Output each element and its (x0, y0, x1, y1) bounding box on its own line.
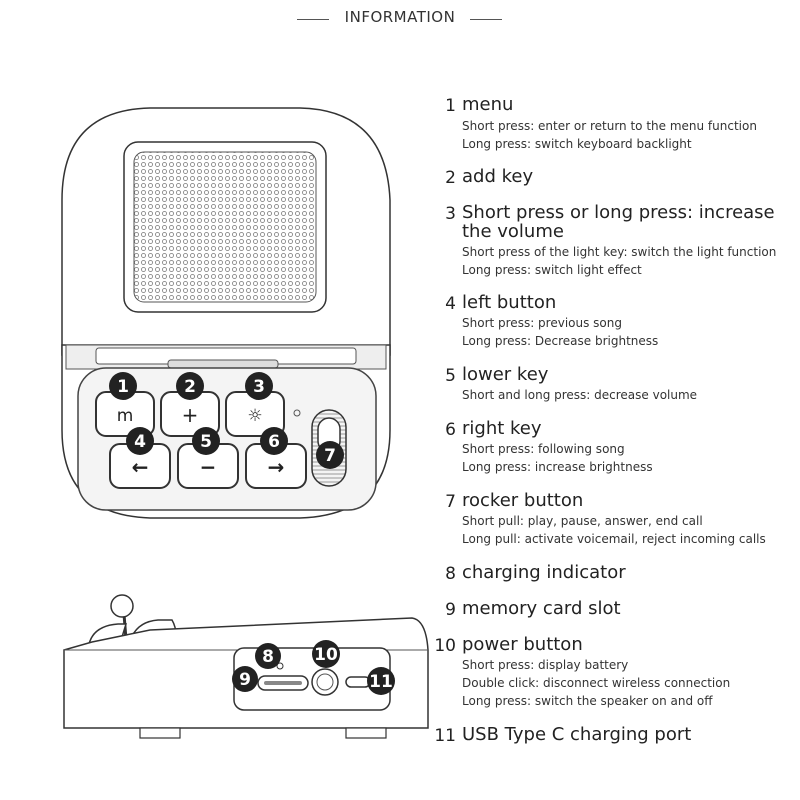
entry-desc: Short and long press: decrease volume (462, 388, 698, 402)
callout-badge-4: 4 (126, 427, 154, 455)
entry-number: 6 (445, 420, 456, 440)
entry-title: add key (462, 166, 534, 187)
callout-badge-2: 2 (176, 372, 204, 400)
entry-title: power button (462, 634, 583, 655)
callout-badge-10: 10 (312, 640, 340, 668)
callout-badge-5: 5 (192, 427, 220, 455)
entry-title: rocker button (462, 490, 584, 511)
entry-title: memory card slot (462, 598, 621, 619)
svg-text:3: 3 (253, 377, 265, 397)
entry-number: 3 (445, 204, 456, 224)
entry-desc: Long press: switch light effect (462, 263, 642, 277)
minus-icon: − (200, 455, 217, 479)
entry-desc: Long press: Decrease brightness (462, 334, 659, 348)
callout-badge-11: 11 (367, 667, 395, 695)
charging-indicator (276, 662, 284, 670)
entry-number: 10 (434, 636, 456, 656)
entry-desc: Short press: enter or return to the menu… (462, 119, 757, 133)
svg-text:9: 9 (239, 670, 251, 690)
entry-desc: Long press: increase brightness (462, 460, 653, 474)
entry-desc: Long press: switch keyboard backlight (462, 137, 692, 151)
callout-badge-8: 8 (255, 643, 281, 669)
entry-title: menu (462, 94, 514, 115)
foot-right (345, 727, 387, 739)
foot-left (139, 727, 181, 739)
svg-text:8: 8 (262, 647, 274, 667)
sun-icon: ☼ (247, 406, 262, 426)
svg-text:2: 2 (184, 377, 196, 397)
entry-number: 4 (445, 294, 456, 314)
arrow-left-icon: ← (132, 455, 149, 479)
m-glyph-icon: m (117, 406, 134, 426)
svg-text:6: 6 (268, 432, 280, 452)
entry-number: 7 (445, 492, 456, 512)
slot-opening (167, 359, 279, 369)
joystick-knob (110, 594, 134, 618)
side-view: 8 9 10 11 (63, 594, 429, 739)
entry-desc: Short press of the light key: switch the… (462, 245, 777, 259)
add-key[interactable]: + (160, 391, 220, 437)
header-rule-left (297, 19, 329, 20)
entry-title: Short press or long press: increase the … (462, 202, 775, 242)
callout-badge-3: 3 (245, 372, 273, 400)
indicator-dot (293, 409, 301, 417)
callout-badge-1: 1 (109, 372, 137, 400)
entry-desc: Short pull: play, pause, answer, end cal… (462, 514, 703, 528)
entry-desc: Long pull: activate voicemail, reject in… (462, 532, 766, 546)
svg-text:5: 5 (200, 432, 212, 452)
entry-desc: Short press: display battery (462, 658, 629, 672)
entry-number: 8 (445, 564, 456, 584)
page-title: INFORMATION (344, 8, 456, 26)
svg-text:7: 7 (324, 446, 336, 466)
usb-c-port[interactable] (345, 676, 371, 688)
information-header: INFORMATION (0, 8, 800, 32)
right-key[interactable]: → (245, 443, 307, 489)
svg-text:11: 11 (369, 672, 393, 692)
callout-badge-9: 9 (232, 666, 258, 692)
entry-desc: Double click: disconnect wireless connec… (462, 676, 731, 690)
callout-badge-7: 7 (316, 441, 344, 469)
header-rule-right (470, 19, 502, 20)
callout-badge-6: 6 (260, 427, 288, 455)
entry-title: right key (462, 418, 542, 439)
plus-icon: + (182, 403, 199, 427)
svg-text:10: 10 (314, 645, 338, 665)
entry-title: left button (462, 292, 557, 313)
entry-number: 5 (445, 366, 456, 386)
svg-text:4: 4 (134, 432, 146, 452)
entry-desc: Short press: following song (462, 442, 625, 456)
entry-title: lower key (462, 364, 549, 385)
svg-text:1: 1 (117, 377, 129, 397)
entry-title: USB Type C charging port (462, 724, 692, 745)
entry-desc: Long press: switch the speaker on and of… (462, 694, 713, 708)
front-view: m + ☼ ← − → 1 (61, 107, 391, 519)
entry-number: 2 (445, 168, 456, 188)
entry-number: 9 (445, 600, 456, 620)
speaker-grill (133, 151, 317, 303)
entry-title: charging indicator (462, 562, 626, 583)
entry-number: 1 (445, 96, 456, 116)
entry-desc: Short press: previous song (462, 316, 622, 330)
arrow-right-icon: → (268, 455, 285, 479)
entry-number: 11 (434, 726, 456, 746)
